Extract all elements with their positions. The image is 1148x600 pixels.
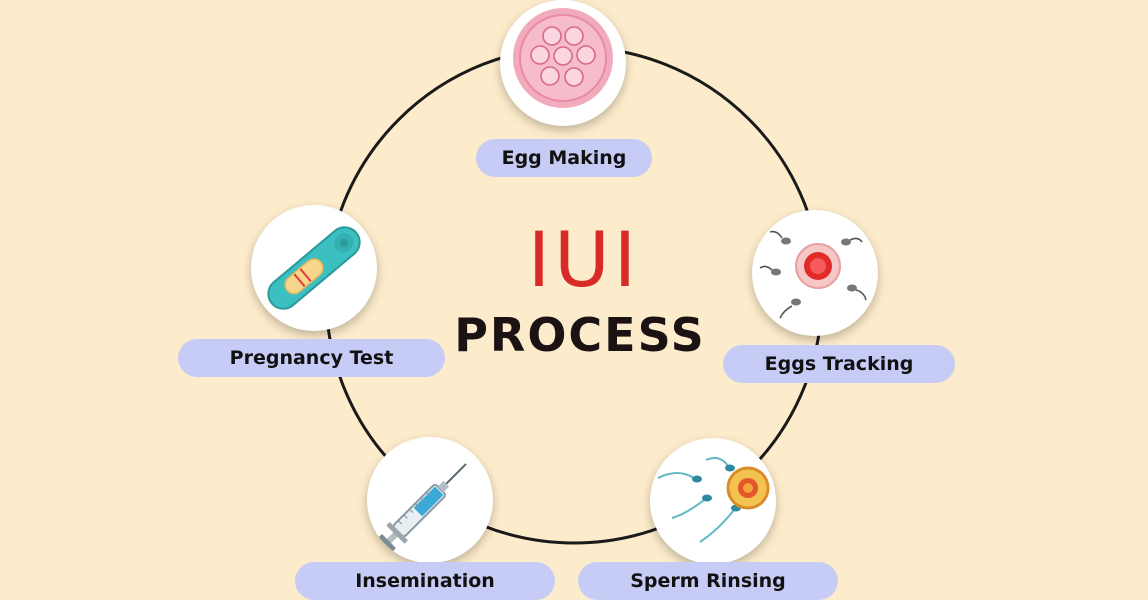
step-label-egg-making: Egg Making	[476, 139, 652, 177]
pregnancy-test-icon	[251, 205, 377, 331]
step-label-sperm-rinsing: Sperm Rinsing	[578, 562, 838, 600]
diagram-title-sub: PROCESS	[454, 308, 706, 362]
egg-tracking-icon	[752, 210, 878, 336]
step-label-insemination: Insemination	[295, 562, 555, 600]
egg-cluster-icon	[500, 0, 626, 126]
diagram-title-main: IUI	[527, 215, 641, 304]
step-label-pregnancy-test: Pregnancy Test	[178, 339, 445, 377]
sperm-egg-icon	[650, 438, 776, 564]
step-label-eggs-tracking: Eggs Tracking	[723, 345, 955, 383]
syringe-icon	[367, 437, 493, 563]
